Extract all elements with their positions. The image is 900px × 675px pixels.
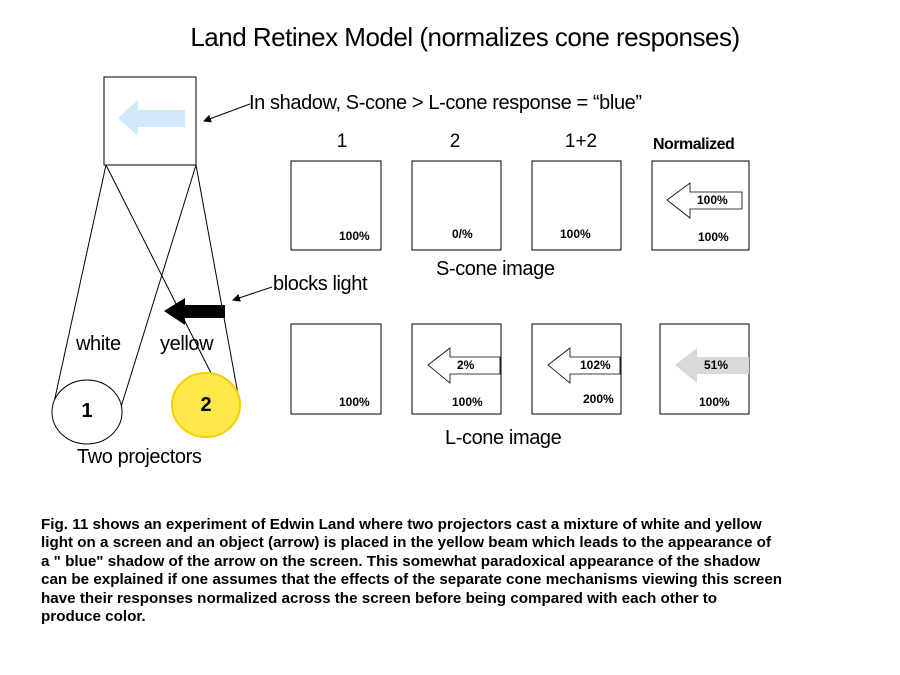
column-header-2: 2 xyxy=(449,131,461,152)
blocking-arrow xyxy=(164,298,225,325)
diagram-title: Land Retinex Model (normalizes cone resp… xyxy=(190,22,740,52)
shadow-note: In shadow, S-cone > L-cone response = “b… xyxy=(249,92,642,114)
projector-2-label: 2 xyxy=(200,394,212,416)
l-cone-image-label: L-cone image xyxy=(445,427,562,449)
beam-line xyxy=(105,164,213,376)
beam-line xyxy=(120,164,197,408)
yellow-beam-label: yellow xyxy=(160,333,214,355)
caption-line: can be explained if one assumes that the… xyxy=(41,571,783,589)
l-cone-arrow-value-3: 102% xyxy=(580,358,611,372)
s-cone-outline-arrow xyxy=(666,182,743,219)
blue-shadow-arrow xyxy=(118,100,185,136)
l-cone-value-3: 200% xyxy=(583,392,614,406)
s-cone-value-2: 0/% xyxy=(452,227,473,241)
white-beam-label: white xyxy=(76,333,121,355)
blocks-light-label: blocks light xyxy=(273,273,368,295)
l-cone-arrow-value-2: 2% xyxy=(457,358,475,372)
s-cone-box-3 xyxy=(531,160,622,251)
s-cone-box-2 xyxy=(411,160,502,251)
projector-2 xyxy=(171,372,241,438)
l-cone-value-1: 100% xyxy=(339,395,370,409)
shadow-pointer xyxy=(203,103,251,123)
column-header-sum: 1+2 xyxy=(564,131,598,152)
figure-caption: Fig. 11 shows an experiment of Edwin Lan… xyxy=(41,516,891,626)
caption-line: Fig. 11 shows an experiment of Edwin Lan… xyxy=(41,516,762,533)
beam-line xyxy=(195,164,241,406)
s-cone-image-label: S-cone image xyxy=(436,258,555,280)
s-cone-arrow-value: 100% xyxy=(697,193,728,207)
s-cone-value-1: 100% xyxy=(339,229,370,243)
caption-line: light on a screen and an object (arrow) … xyxy=(41,534,772,552)
two-projectors-label: Two projectors xyxy=(77,446,202,468)
l-cone-arrow-value-normalized: 51% xyxy=(704,358,729,372)
projector-1 xyxy=(51,379,123,445)
caption-line: have their responses normalized across t… xyxy=(41,589,718,607)
s-cone-value-3: 100% xyxy=(560,227,591,241)
beam-line xyxy=(52,164,107,408)
column-header-normalized: Normalized xyxy=(653,136,735,153)
l-cone-outline-arrow-2 xyxy=(427,347,501,384)
column-header-1: 1 xyxy=(336,131,348,152)
projector-1-label: 1 xyxy=(81,400,93,422)
caption-line: a " blue" shadow of the arrow on the scr… xyxy=(41,552,761,570)
s-cone-value-normalized: 100% xyxy=(698,230,729,244)
caption-line: produce color. xyxy=(41,608,146,626)
blocks-pointer xyxy=(232,286,273,302)
l-cone-value-normalized: 100% xyxy=(699,395,730,409)
l-cone-outline-arrow-3 xyxy=(547,347,621,384)
s-cone-box-1 xyxy=(290,160,382,251)
l-cone-box-1 xyxy=(290,323,382,415)
l-cone-value-2: 100% xyxy=(452,395,483,409)
l-cone-gray-arrow xyxy=(675,348,749,383)
